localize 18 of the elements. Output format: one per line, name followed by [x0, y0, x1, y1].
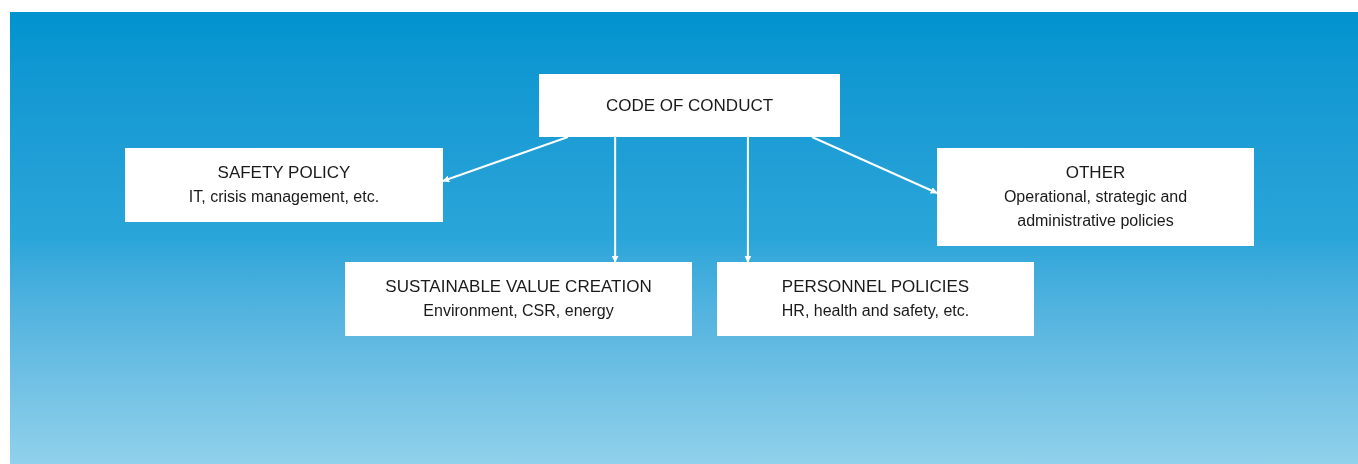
box-description: IT, crisis management, etc.: [188, 187, 380, 207]
box-heading: CODE OF CONDUCT: [605, 94, 774, 117]
policy-box: [125, 148, 443, 222]
box-description: Operational, strategic and administrative policies: [1002, 187, 1189, 231]
policy-box: [937, 148, 1254, 246]
arrow: [442, 136, 569, 183]
box-description: HR, health and safety, etc.: [781, 301, 970, 321]
box-heading: OTHER: [1065, 162, 1126, 184]
box-heading: SAFETY POLICY: [217, 162, 351, 184]
box-heading: SUSTAINABLE VALUE CREATION: [385, 276, 652, 298]
arrow: [744, 136, 752, 263]
box-description: Environment, CSR, energy: [423, 301, 614, 321]
policy-box: [345, 262, 692, 336]
policy-box: [539, 74, 840, 137]
policy-box: [717, 262, 1034, 336]
arrow: [811, 136, 938, 194]
arrow: [611, 136, 619, 263]
box-heading: PERSONNEL POLICIES: [781, 276, 970, 298]
